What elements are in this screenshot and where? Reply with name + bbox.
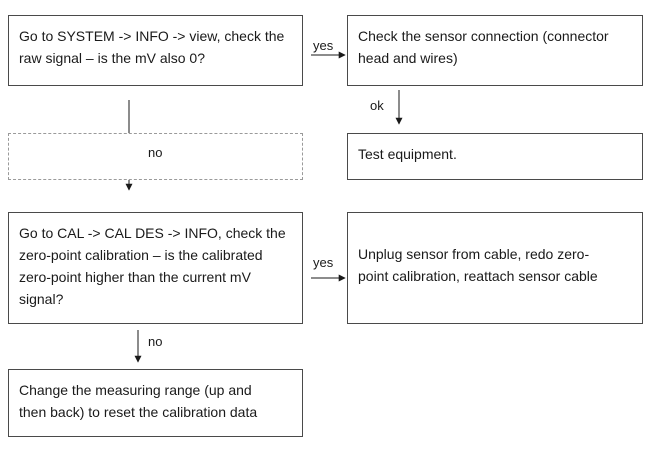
ok-label: ok — [370, 98, 384, 113]
yes-label-top: yes — [313, 38, 334, 53]
sensor-connection-box: Check the sensor connection (connector h… — [347, 15, 643, 86]
test-equipment-box: Test equipment. — [347, 133, 643, 180]
no-label-middle: no — [148, 145, 163, 160]
zero-point-check-text: Go to CAL -> CAL DES -> INFO, check the … — [19, 225, 286, 307]
redo-calibration-text: Unplug sensor from cable, redo zero- poi… — [358, 246, 598, 284]
zero-point-check-box: Go to CAL -> CAL DES -> INFO, check the … — [8, 212, 303, 324]
raw-signal-check-box: Go to SYSTEM -> INFO -> view, check the … — [8, 15, 303, 86]
redo-calibration-box: Unplug sensor from cable, redo zero- poi… — [347, 212, 643, 324]
sensor-connection-text: Check the sensor connection (connector h… — [358, 28, 609, 66]
change-range-text: Change the measuring range (up and then … — [19, 382, 258, 420]
yes-label-middle: yes — [313, 255, 334, 270]
no-label-bottom: no — [148, 334, 163, 349]
placeholder-box — [8, 133, 303, 180]
test-equipment-text: Test equipment. — [358, 146, 457, 162]
raw-signal-check-text: Go to SYSTEM -> INFO -> view, check the … — [19, 28, 285, 66]
change-range-box: Change the measuring range (up and then … — [8, 369, 303, 437]
